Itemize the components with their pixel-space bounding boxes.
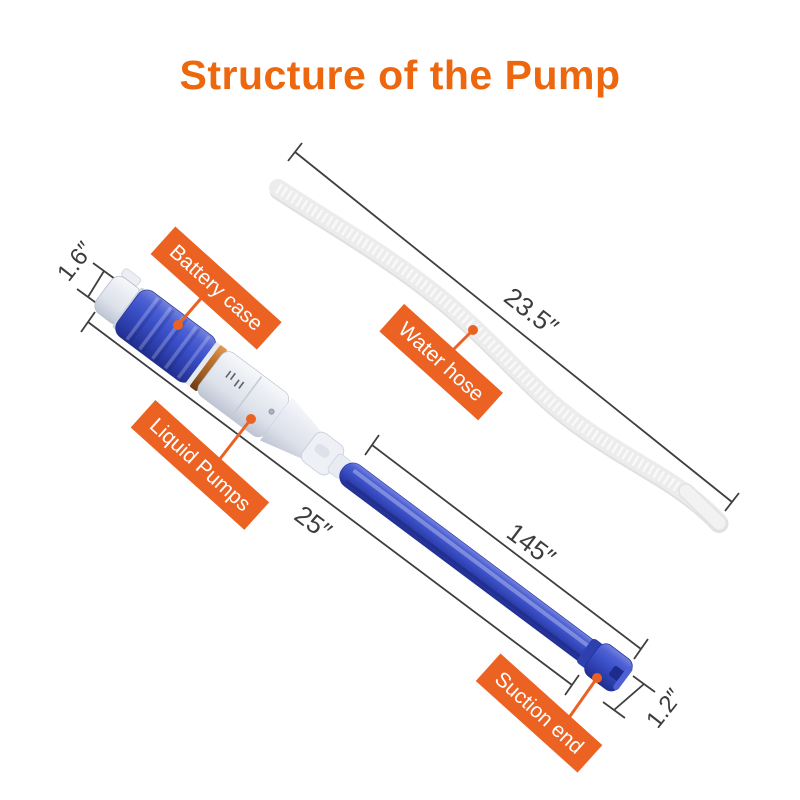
electric-pump [94, 268, 633, 692]
dimension-lines [76, 142, 740, 719]
hose-ribbing [274, 183, 723, 525]
page-title: Structure of the Pump [179, 52, 621, 98]
seal-ring [190, 345, 227, 391]
pump-body [197, 351, 324, 460]
leader-battery-case [173, 294, 206, 330]
hose-smooth-tip [679, 484, 726, 530]
tube-dimension-line [364, 434, 649, 660]
water-hose [269, 179, 729, 533]
body-taper [259, 397, 324, 460]
hose-dimension-line [287, 142, 740, 512]
suction-diameter-dimension [602, 675, 656, 719]
body-screw [268, 408, 275, 415]
pump-nozzle [301, 431, 352, 479]
pump-dimension-line [80, 311, 580, 696]
leader-water-hose [450, 325, 478, 353]
leader-liquid-pumps [214, 414, 256, 465]
body-markings [225, 370, 245, 389]
suction-tube [339, 462, 599, 664]
seal-spacer [185, 341, 222, 387]
